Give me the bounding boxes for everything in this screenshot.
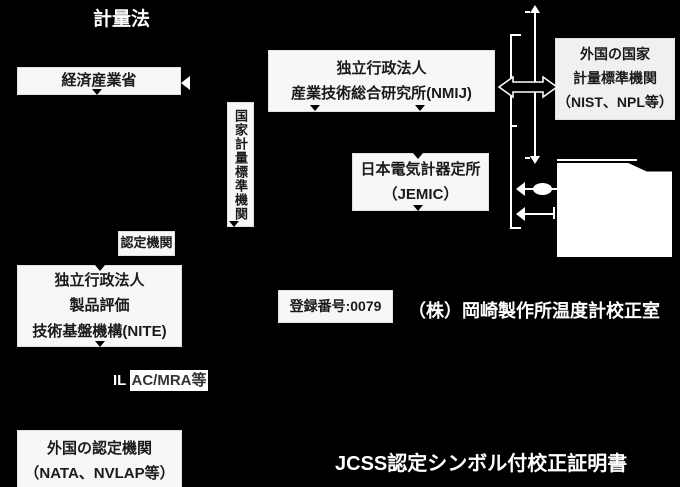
foreign-nmi-line1: 外国の国家: [580, 46, 650, 63]
arrow-down-icon: [530, 156, 540, 164]
bracket-mid-tick: [510, 125, 517, 127]
company-name: （株）岡崎製作所温度計校正室: [408, 301, 660, 321]
thick-double-arrow-icon: [497, 75, 559, 99]
accreditation-label: 認定機関: [120, 235, 173, 251]
arrowhead-nub: [95, 265, 105, 271]
accreditation-label-box: 認定機関: [118, 231, 175, 256]
measurement-law-title: 計量法: [93, 9, 151, 30]
foreign-nmi-line3: （NIST、NPL等）: [557, 93, 673, 110]
nite-line3: 技術基盤機構(NITE): [32, 322, 167, 340]
ilac-mra-label: AC/MRA等: [131, 371, 207, 389]
arrowhead-nub: [92, 89, 102, 95]
group-bracket: [510, 34, 512, 229]
blank-placeholder-box: [557, 163, 672, 257]
registration-number-box: 登録番号:0079: [278, 290, 393, 323]
bracket-bottom-tick: [510, 227, 521, 229]
jemic-line2: （JEMIC）: [382, 186, 459, 203]
bracket-top-tick: [510, 34, 521, 36]
arrowhead-nub: [95, 341, 105, 347]
foreign-accreditation-line1: 外国の認定機関: [46, 439, 152, 457]
arrow-to-meti-icon: [181, 76, 190, 90]
placeholder-top-line: [557, 159, 637, 161]
nmij-box: 独立行政法人 産業技術総合研究所(NMIJ): [268, 50, 495, 112]
nmij-line2: 産業技術総合研究所(NMIJ): [291, 85, 472, 102]
arrow-end-tick: [553, 207, 555, 219]
national-metrology-box: 国家計量標準機関: [227, 102, 254, 227]
ilac-mra-prefix: IL: [113, 372, 127, 389]
arrow-top-tick: [525, 11, 530, 13]
jemic-box: 日本電気計器定所 （JEMIC）: [352, 153, 489, 211]
arrow-bottom-tick: [525, 157, 530, 159]
arrowhead-nub: [413, 153, 423, 159]
arrowhead-nub: [229, 221, 239, 227]
arrow-left-line: [524, 213, 555, 215]
foreign-nmi-line2: 計量標準機関: [573, 70, 657, 87]
nite-line1: 独立行政法人: [54, 271, 145, 289]
certificate-caption: JCSS認定シンボル付校正証明書: [335, 453, 628, 475]
arrowhead-nub: [415, 105, 425, 111]
nmij-line1: 独立行政法人: [336, 59, 427, 77]
nite-line2: 製品評価: [69, 297, 130, 315]
national-metrology-label: 国家計量標準機関: [233, 108, 248, 221]
arrow-ellipse-blob: [533, 183, 552, 195]
registration-number-label: 登録番号:0079: [289, 297, 382, 314]
arrowhead-nub: [310, 105, 320, 111]
nite-box: 独立行政法人 製品評価 技術基盤機構(NITE): [17, 265, 182, 347]
arrow-left-icon: [516, 207, 525, 221]
meti-label: 経済産業省: [61, 72, 137, 90]
arrow-left-icon: [516, 182, 525, 196]
foreign-accreditation-box: 外国の認定機関 （NATA、NVLAP等）: [17, 430, 182, 487]
ilac-mra-box: AC/MRA等: [130, 370, 208, 391]
arrow-up-icon: [530, 5, 540, 13]
foreign-nmi-box: 外国の国家 計量標準機関 （NIST、NPL等）: [555, 38, 675, 120]
jemic-line1: 日本電気計器定所: [360, 160, 481, 178]
foreign-accreditation-line2: （NATA、NVLAP等）: [24, 465, 175, 482]
arrowhead-nub: [413, 205, 423, 211]
